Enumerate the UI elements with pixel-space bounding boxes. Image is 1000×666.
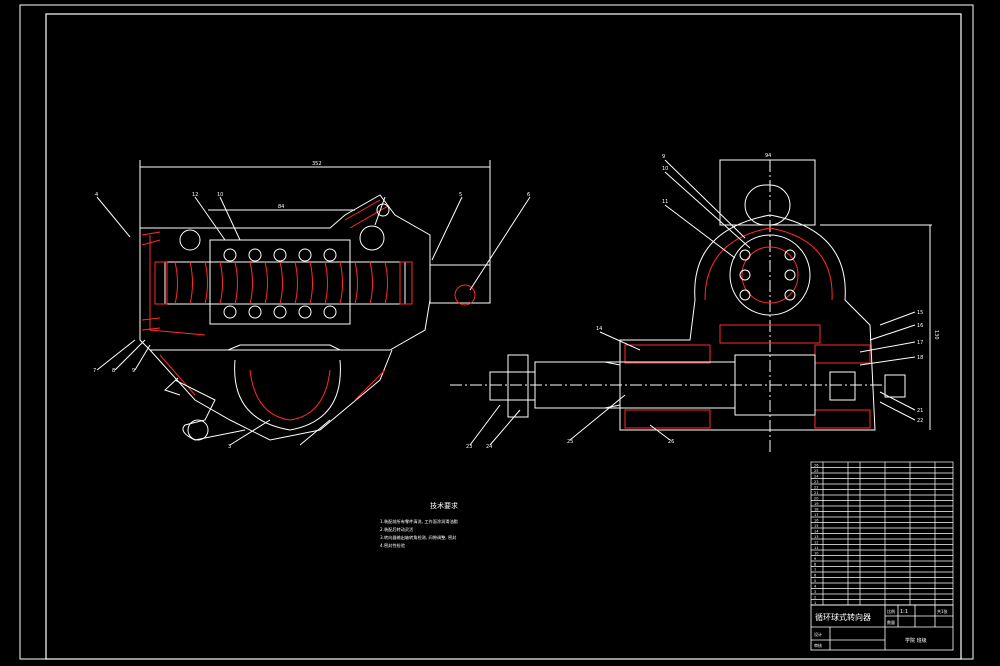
dimension-values: 352 84 94 130 <box>278 153 939 340</box>
bom-row-number: 5 <box>814 579 816 583</box>
part-label: 9 <box>132 368 135 374</box>
bom-row-number: 11 <box>814 546 818 550</box>
part-label: 18 <box>917 355 923 361</box>
bom-row-number: 8 <box>814 562 816 566</box>
part-label: 9 <box>662 154 665 160</box>
bom-row-number: 2 <box>814 595 816 599</box>
bom-row-number: 12 <box>814 540 818 544</box>
technical-requirements: 技术要求 1.装配前所有零件清洗, 工作面涂润滑油脂 2.装配后转动灵活 3.转… <box>380 501 458 549</box>
sheet-label: 共1张 <box>937 608 948 614</box>
left-part-labels: 4 12 10 5 6 7 8 9 3 <box>93 192 530 450</box>
part-label: 21 <box>917 408 923 414</box>
dim-right-side: 130 <box>933 330 939 340</box>
bom-row-number: 1 <box>814 601 816 605</box>
bom-row-number: 24 <box>814 474 819 478</box>
bom-table <box>810 461 954 606</box>
sheet-frame <box>19 4 974 660</box>
bom-row-number: 23 <box>814 480 818 484</box>
qty-label: 数量 <box>887 619 895 625</box>
tech-req-line: 2.装配后转动灵活 <box>380 526 413 533</box>
part-label: 14 <box>596 326 602 332</box>
part-label: 10 <box>217 192 223 198</box>
tech-req-heading: 技术要求 <box>430 501 458 510</box>
bom-row-number: 20 <box>814 496 818 500</box>
part-label: 12 <box>192 192 198 198</box>
school-label: 学院 班级 <box>905 637 927 644</box>
drawing-title: 循环球式转向器 <box>815 612 871 622</box>
bom-row-number: 14 <box>814 529 819 533</box>
part-label: 10 <box>662 166 668 172</box>
part-label: 17 <box>917 340 923 346</box>
dim-inner: 84 <box>278 204 284 210</box>
checker-label: 审核 <box>814 642 822 648</box>
tech-req-line: 3.转向器输出轴转角检测, 间隙调整, 密封 <box>380 534 456 541</box>
bom-row-number: 25 <box>814 469 818 473</box>
bom-row-number: 15 <box>814 524 818 528</box>
part-label: 11 <box>662 199 668 205</box>
bom-row-number: 9 <box>814 557 816 561</box>
part-label: 3 <box>228 444 231 450</box>
part-label: 8 <box>112 368 115 374</box>
designer-label: 设计 <box>814 631 822 637</box>
bom-row-number: 13 <box>814 535 818 539</box>
bom-row-number: 19 <box>814 502 818 506</box>
right-part-labels: 9 10 11 14 15 16 17 18 21 22 23 24 25 26 <box>466 154 923 450</box>
part-label: 7 <box>93 368 96 374</box>
bom-row-number: 26 <box>814 463 818 467</box>
part-label: 15 <box>917 310 923 316</box>
bom-row-number: 22 <box>814 485 818 489</box>
title-block <box>810 604 954 651</box>
part-label: 6 <box>527 192 530 198</box>
left-section-view <box>96 160 531 446</box>
part-label: 4 <box>95 192 98 198</box>
dim-overall: 352 <box>312 161 322 167</box>
part-label: 5 <box>459 192 462 198</box>
right-section-view <box>450 159 932 455</box>
part-label: 23 <box>466 444 472 450</box>
bom-row-number: 6 <box>814 573 816 577</box>
bom-row-number: 18 <box>814 507 818 511</box>
scale-value: 1:1 <box>900 609 908 615</box>
bom-row-number: 7 <box>814 568 816 572</box>
bom-row-number: 21 <box>814 491 818 495</box>
bom-row-number: 4 <box>814 584 817 588</box>
tech-req-line: 4.密封性检验 <box>380 542 406 549</box>
tech-req-line: 1.装配前所有零件清洗, 工作面涂润滑油脂 <box>380 518 458 525</box>
bom-row-number: 16 <box>814 518 818 522</box>
bom-row-numbers: 2625242322212019181716151413121110987654… <box>814 463 819 605</box>
scale-label: 比例 <box>887 608 895 614</box>
bom-row-number: 3 <box>814 590 816 594</box>
part-label: 24 <box>486 444 492 450</box>
dim-right-top: 94 <box>765 153 771 159</box>
part-label: 16 <box>917 323 923 329</box>
bom-row-number: 17 <box>814 513 818 517</box>
part-label: 22 <box>917 418 923 424</box>
part-label: 25 <box>567 439 573 445</box>
bom-row-number: 10 <box>814 551 818 555</box>
part-label: 26 <box>668 439 674 445</box>
